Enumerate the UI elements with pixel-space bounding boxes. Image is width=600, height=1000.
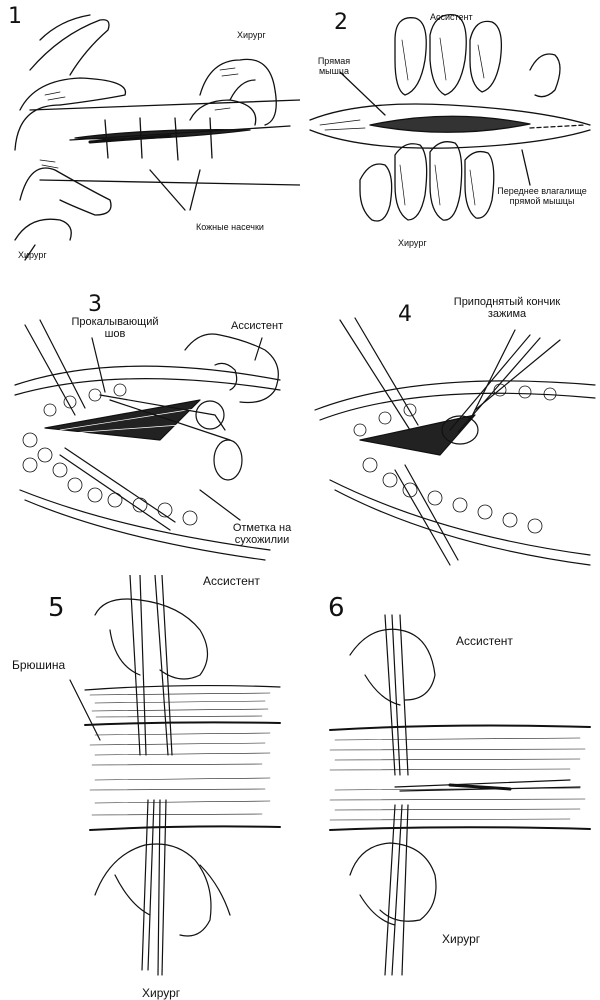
panel-5: 5 Ассистент Брюшина Хирург bbox=[0, 575, 300, 1000]
assistant-label: Ассистент bbox=[231, 320, 284, 332]
panel-5-number: 5 bbox=[48, 593, 65, 623]
tendon-mark-label-line1: Отметка на bbox=[232, 522, 292, 534]
assistant-label: Ассистент bbox=[456, 634, 513, 648]
assistant-label: Ассистент bbox=[203, 574, 260, 588]
rectus-muscle-label: Прямая мышца bbox=[306, 56, 362, 76]
panel-2: 2 Ассистент Прямая мышца Переднее влагал… bbox=[300, 0, 600, 280]
anterior-sheath-label: Переднее влагалище прямой мышцы bbox=[486, 186, 598, 206]
assistant-label: Ассистент bbox=[430, 12, 473, 22]
raised-clamp-tip-label: Приподнятый кончик зажима bbox=[442, 296, 572, 320]
panel-3-number: 3 bbox=[88, 292, 102, 317]
panel-3-illustration bbox=[14, 319, 281, 561]
panel-4: 4 Приподнятый кончик зажима bbox=[300, 290, 600, 580]
peritoneum-label: Брюшина bbox=[12, 658, 66, 672]
piercing-suture-label: Прокалывающий шов bbox=[60, 316, 170, 340]
surgeon-label-bottom: Хирург bbox=[18, 250, 47, 260]
anterior-sheath-label-line1: Переднее влагалище bbox=[497, 186, 587, 196]
surgeon-label: Хирург bbox=[142, 986, 181, 1000]
skin-marks-label: Кожные насечки bbox=[196, 222, 264, 232]
panel-4-number: 4 bbox=[398, 302, 412, 327]
surgeon-label: Хирург bbox=[398, 238, 427, 248]
raised-clamp-tip-label-line1: Приподнятый кончик bbox=[453, 296, 561, 308]
panel-4-illustration bbox=[314, 317, 596, 566]
panel-3: 3 Прокалывающий шов Ассистент Отметка на… bbox=[0, 290, 300, 580]
tendon-mark-label: Отметка на сухожилии bbox=[222, 522, 302, 546]
panel-6-number: 6 bbox=[328, 593, 345, 623]
rectus-muscle-label-line2: мышца bbox=[318, 66, 350, 76]
panel-1-number: 1 bbox=[8, 4, 22, 29]
panel-6-illustration bbox=[329, 614, 591, 976]
piercing-suture-label-line1: Прокалывающий bbox=[71, 316, 159, 328]
raised-clamp-tip-label-line2: зажима bbox=[487, 308, 527, 320]
panel-1-illustration bbox=[14, 14, 300, 261]
rectus-muscle-label-line1: Прямая bbox=[317, 56, 351, 66]
panel-2-illustration bbox=[309, 14, 591, 222]
panel-6: 6 Ассистент Хирург bbox=[300, 575, 600, 1000]
piercing-suture-label-line2: шов bbox=[104, 328, 126, 340]
panel-5-illustration bbox=[69, 575, 281, 976]
panel-1: 1 Хирург Кожные насечки Хирург bbox=[0, 0, 300, 280]
surgeon-label: Хирург bbox=[442, 932, 481, 946]
tendon-mark-label-line2: сухожилии bbox=[234, 534, 290, 546]
surgeon-label-top: Хирург bbox=[237, 30, 266, 40]
anterior-sheath-label-line2: прямой мышцы bbox=[509, 196, 575, 206]
panel-2-number: 2 bbox=[334, 10, 348, 35]
